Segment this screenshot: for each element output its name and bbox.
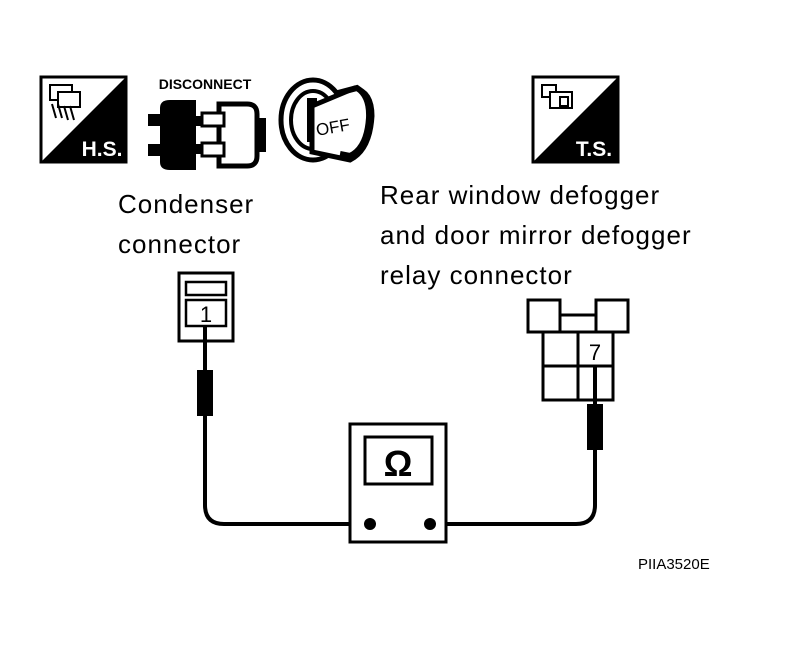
condenser-terminal-number: 1 (200, 302, 212, 327)
ohmmeter: Ω (348, 422, 448, 544)
disconnect-text: DISCONNECT (159, 76, 252, 92)
hs-badge-text: H.S. (82, 138, 123, 161)
right-probe-handle (587, 404, 603, 450)
ignition-key-off-icon: OFF (278, 77, 375, 163)
hs-badge-icon: H.S. (39, 75, 128, 164)
relay-connector: 7 (526, 298, 630, 402)
ts-badge-icon: T.S. (531, 75, 620, 164)
condenser-label-line2: connector (118, 229, 242, 259)
test-lead-wires (197, 326, 603, 526)
meter-terminal-left (364, 518, 376, 530)
ts-badge-text: T.S. (576, 138, 612, 161)
relay-label-line3: relay connector (380, 260, 573, 290)
ohm-symbol: Ω (384, 443, 413, 484)
connector-plug-icon (541, 84, 573, 109)
figure-code: PIIA3520E (638, 556, 710, 573)
relay-terminal-number: 7 (589, 340, 601, 365)
meter-terminal-right (424, 518, 436, 530)
relay-label-line1: Rear window defogger (380, 180, 661, 210)
condenser-connector: 1 (177, 271, 235, 343)
condenser-label-line1: Condenser (118, 189, 255, 219)
left-probe-handle (197, 370, 213, 416)
connector-harness-icon (49, 84, 81, 121)
disconnect-icon: DISCONNECT (148, 76, 266, 170)
relay-label-line2: and door mirror defogger (380, 220, 692, 250)
